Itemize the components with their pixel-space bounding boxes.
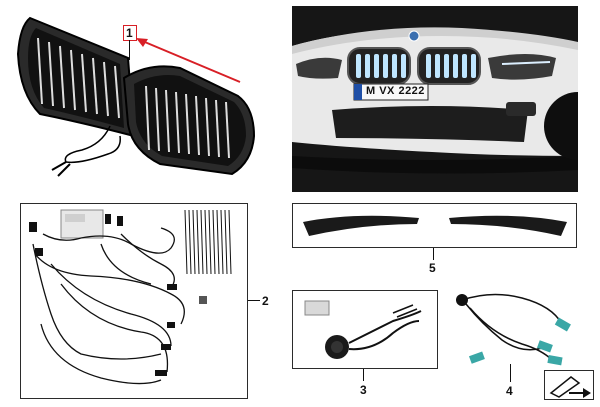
adapter-cable-svg [456,293,571,366]
grille-slat [155,87,160,152]
glow-slat [383,54,388,78]
flaps-frame [292,203,577,248]
glow-slat [356,54,361,78]
car-photo-svg [292,6,578,192]
grille-slat [215,99,220,158]
glow-slat [471,54,476,78]
grille-slat [205,97,210,157]
callout-3-label: 3 [360,383,367,397]
cable-tie [196,209,200,275]
adapter-teal-connectors [468,317,571,366]
illuminated-grille-slats [356,54,476,78]
right-flap [449,215,567,236]
callout-2-label: 2 [262,294,269,308]
grille-slat [103,61,109,117]
grille-slat [175,91,180,154]
glow-slat [401,54,406,78]
cable-tie [212,209,216,275]
cable-tie [208,209,212,275]
callout-1-leader [129,40,130,60]
grille-svg [16,16,256,177]
switch-svg [304,300,422,359]
callout-4-label: 4 [506,384,513,398]
cable-tie [220,209,224,275]
glow-slat [462,54,467,78]
grille-slat [165,89,170,153]
callout-2-leader [248,300,260,301]
callout-5-label: 5 [429,261,436,275]
glow-slat [426,54,431,78]
cable-tie [184,209,188,275]
grille-slat [185,93,190,155]
wiring-kit-svg [29,209,232,385]
adapter-wires [461,293,563,361]
callout-5-leader [433,248,434,260]
left-flap [303,215,419,236]
red-pointer-arrow-icon [136,38,241,83]
cable-tie [200,209,204,275]
car-front-photo: M VX 2222 [292,6,578,192]
glow-slat [374,54,379,78]
glow-slat [365,54,370,78]
harness-connectors [29,214,177,376]
cable-tie [204,209,208,275]
switch-frame [292,290,438,369]
cable-tie [228,209,232,275]
cable-tie [224,209,228,275]
cable-connector [51,161,71,177]
corner-arrow-icon [544,370,594,400]
grille-slat [70,49,76,111]
cable-tie [188,209,192,275]
cable-tie [192,209,196,275]
glow-slat [453,54,458,78]
callout-3-leader [363,369,364,381]
flaps-svg [303,215,567,236]
glow-slat [435,54,440,78]
grille-slat [48,41,54,107]
glow-slat [392,54,397,78]
wiring-kit-frame [20,203,248,399]
grille-slat [81,53,87,113]
grille-illustration [10,4,272,196]
callout-1-box [123,25,137,41]
switch-plug [304,300,330,316]
cable-ties [184,209,232,275]
callout-1-label: 1 [126,26,133,40]
grille-slat [92,57,98,115]
grille-slat [145,85,150,151]
grille-slat [114,65,120,119]
cable-tie [216,209,220,275]
grille-slat [59,45,65,109]
small-clip [199,296,207,304]
grille-slat [37,37,43,105]
cable-harness [32,227,185,385]
grille-slats [37,37,230,159]
license-plate-text: M VX 2222 [366,85,425,97]
glow-slat [444,54,449,78]
callout-4-leader [510,364,511,382]
grille-slat [195,95,200,156]
grille-cable [64,125,121,164]
adapter-grommet [456,294,468,306]
grille-slat [225,101,230,159]
